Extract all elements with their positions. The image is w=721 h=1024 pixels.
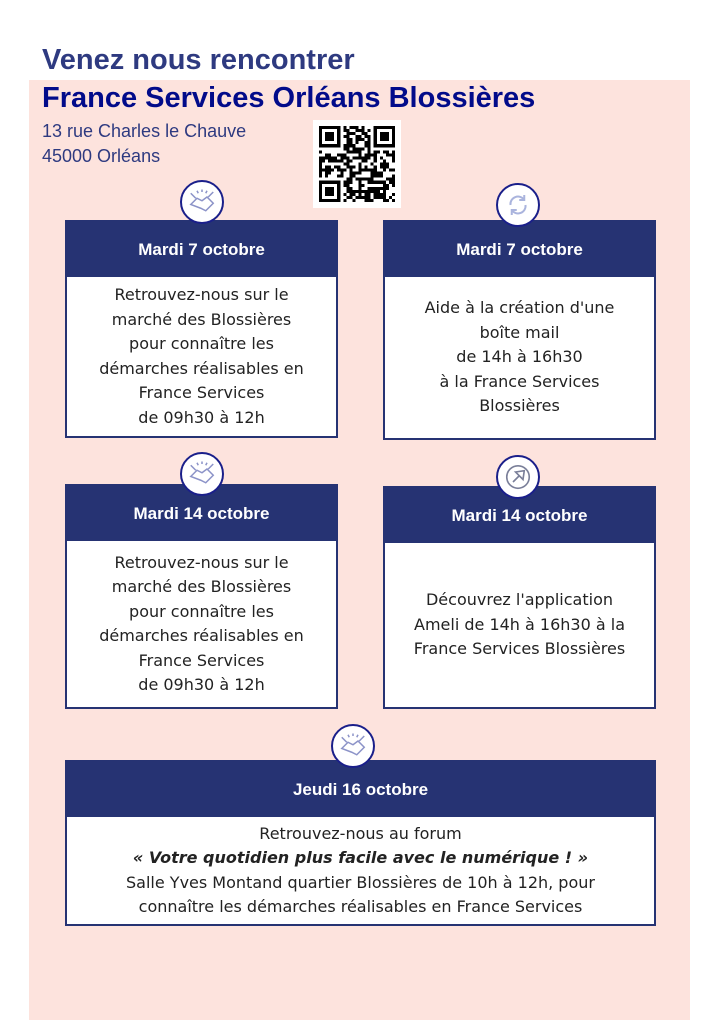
event-line: Retrouvez-nous sur le <box>114 552 289 572</box>
event-line: marché des Blossières <box>111 309 292 329</box>
event-date: Mardi 7 octobre <box>385 222 654 277</box>
handshake-icon <box>180 452 224 496</box>
event-line: boîte mail <box>479 322 560 342</box>
event-description: Aide à la création d'une boîte mail de 14h… <box>385 277 654 438</box>
event-line: France Services Blossières <box>413 639 626 659</box>
handshake-icon <box>180 180 224 224</box>
cursor-icon <box>496 455 540 499</box>
page-subtitle: France Services Orléans Blossières <box>42 82 536 114</box>
event-line: France Services <box>138 650 265 670</box>
qr-code[interactable] <box>313 120 401 208</box>
event-line: de 09h30 à 12h <box>138 675 265 694</box>
page-title: Venez nous rencontrer <box>42 44 355 76</box>
event-description: Retrouvez-nous au forum « Votre quotidien… <box>67 817 654 924</box>
event-line: marché des Blossières <box>111 577 292 596</box>
event-line: démarches réalisables en <box>99 626 304 645</box>
handshake-icon <box>331 724 375 768</box>
event-line: connaître les démarches réalisables en F… <box>138 897 583 916</box>
event-line: à la France Services <box>439 371 600 391</box>
event-date: Jeudi 16 octobre <box>67 762 654 817</box>
event-line: pour connaître les <box>129 601 274 621</box>
event-line: Ameli de 14h à 16h30 à la <box>414 614 625 634</box>
event-date: Mardi 14 octobre <box>67 486 336 541</box>
event-line: Découvrez l'application <box>425 590 613 610</box>
event-line: « Votre quotidien plus facile avec le nu… <box>132 848 589 867</box>
event-line: Retrouvez-nous au forum <box>259 823 462 843</box>
event-line: de 14h à 16h30 <box>456 347 583 367</box>
event-line: pour connaître les <box>129 334 274 353</box>
event-line: Retrouvez-nous sur le <box>114 285 289 304</box>
event-line: Blossières <box>479 396 560 416</box>
event-line: de 09h30 à 12h <box>138 407 265 427</box>
event-description: Retrouvez-nous sur le marché des Blossièr… <box>67 541 336 707</box>
event-description: Retrouvez-nous sur le marché des Blossièr… <box>67 277 336 436</box>
event-date: Mardi 7 octobre <box>67 222 336 277</box>
event-line: Aide à la création d'une <box>424 298 615 318</box>
event-line: France Services <box>138 383 265 402</box>
address-street: 13 rue Charles le Chauve <box>42 121 247 141</box>
address-city: 45000 Orléans <box>42 146 161 166</box>
event-line: démarches réalisables en <box>99 358 304 378</box>
address: 13 rue Charles le Chauve 45000 Orléans <box>42 119 246 169</box>
refresh-icon <box>496 183 540 227</box>
event-line: Salle Yves Montand quartier Blossières d… <box>126 872 595 892</box>
